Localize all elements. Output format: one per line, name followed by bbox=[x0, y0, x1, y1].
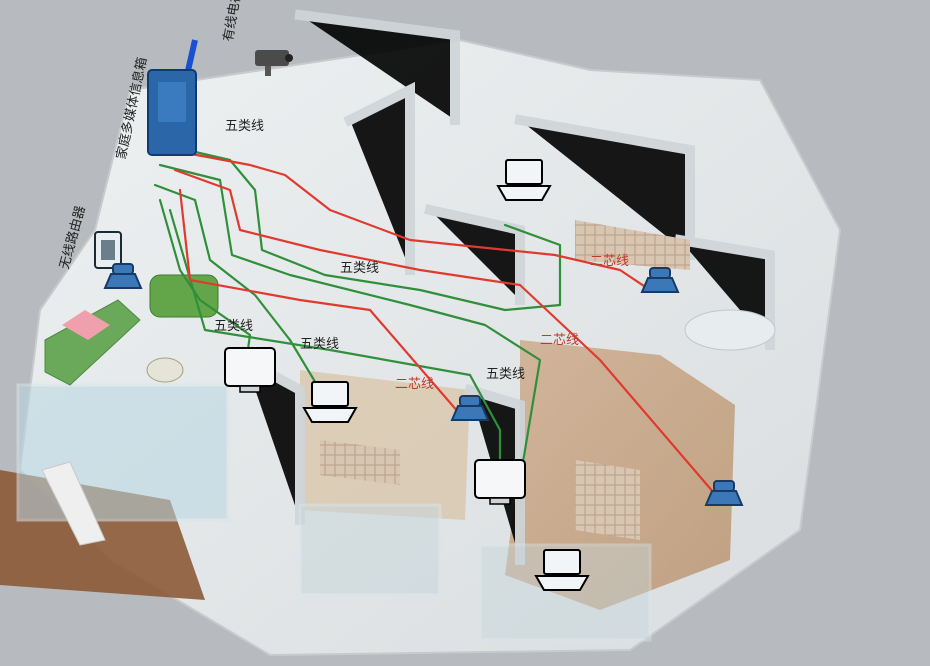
phone-cable bbox=[178, 188, 467, 422]
lounge-chair bbox=[41, 461, 106, 546]
laptop-icon bbox=[534, 549, 590, 591]
label-network-line: 五类线 bbox=[214, 319, 253, 334]
walls bbox=[238, 9, 775, 565]
label-phone-line: 二芯线 bbox=[395, 377, 434, 392]
armchair bbox=[149, 274, 219, 318]
bed bbox=[575, 460, 640, 540]
network-cable bbox=[158, 198, 252, 372]
glass-wall-living bbox=[16, 383, 230, 522]
bed-2 bbox=[575, 220, 690, 270]
telephone-icon bbox=[704, 480, 744, 506]
guest-bed bbox=[320, 440, 400, 485]
telephone-icon bbox=[640, 267, 680, 293]
label-network-line: 五类线 bbox=[486, 367, 525, 382]
desktop-monitor-icon bbox=[474, 459, 526, 505]
media-box-icon bbox=[147, 69, 197, 156]
label-phone-line: 二芯线 bbox=[540, 333, 579, 348]
security-camera-icon bbox=[255, 50, 293, 76]
network-cable bbox=[168, 208, 502, 472]
glass-wall-guest bbox=[298, 503, 442, 597]
desktop-monitor-icon bbox=[224, 347, 276, 393]
telephone-icon bbox=[103, 263, 143, 289]
laptop-icon bbox=[302, 381, 358, 423]
bathtub bbox=[684, 309, 776, 351]
label-network-line: 五类线 bbox=[300, 337, 339, 352]
network-cable bbox=[163, 143, 562, 312]
laptop-icon bbox=[496, 159, 552, 201]
phone-lines bbox=[168, 148, 722, 502]
sofa-cushion bbox=[62, 310, 110, 340]
wireless-router-icon bbox=[94, 231, 122, 269]
cable-runs bbox=[153, 143, 562, 482]
telephone-icon bbox=[450, 395, 490, 421]
label-phone-line: 二芯线 bbox=[590, 254, 629, 269]
network-cable bbox=[158, 163, 542, 482]
coffee-table bbox=[146, 357, 184, 383]
phone-cable bbox=[173, 168, 722, 502]
sofa bbox=[44, 299, 141, 386]
network-cable bbox=[153, 183, 322, 392]
phone-cable bbox=[168, 148, 652, 292]
label-network-line: 五类线 bbox=[340, 261, 379, 276]
label-network-line: 五类线 bbox=[225, 119, 264, 134]
